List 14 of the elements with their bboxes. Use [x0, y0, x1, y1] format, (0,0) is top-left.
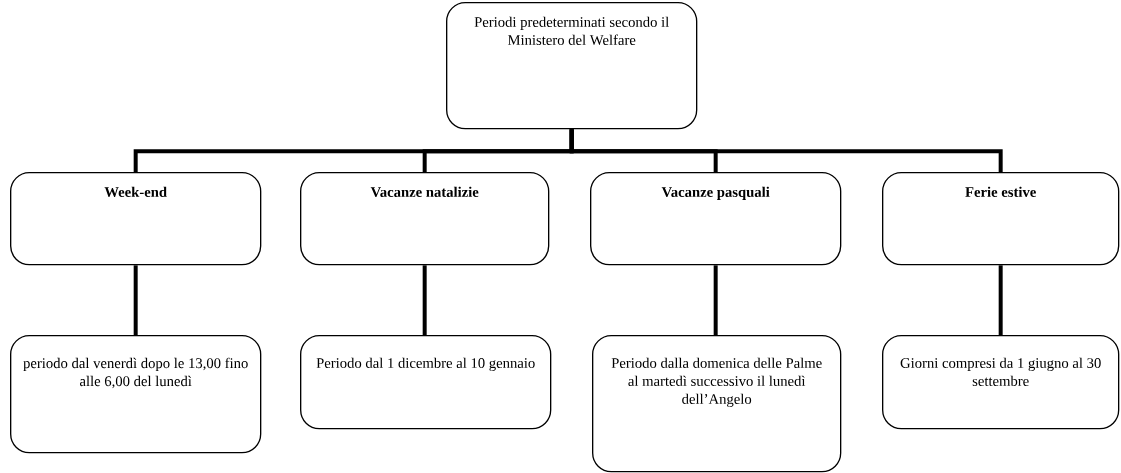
connector-line — [422, 265, 427, 335]
root-box: Periodi predeterminati secondo il Ministero del Welfare — [446, 2, 698, 130]
category-box: Vacanze pasquali — [590, 172, 842, 266]
category-box: Vacanze natalizie — [300, 172, 550, 266]
description-box: Periodo dal 1 dicembre al 10 gennaio — [300, 335, 552, 430]
connector-line — [133, 265, 138, 335]
description-box: periodo dal venerdì dopo le 13,00 fino alle 6,00 del lunedì — [10, 335, 262, 454]
connector-line — [713, 265, 718, 335]
description-box: Periodo dalla domenica delle Palme al martedì successivo il lunedì dell’Angelo — [592, 335, 842, 473]
description-box: Giorni compresi da 1 giugno al 30 settembre — [882, 335, 1120, 430]
connector-line — [998, 265, 1003, 335]
category-box: Week-end — [10, 172, 262, 266]
connector-line — [569, 129, 1003, 172]
category-box: Ferie estive — [882, 172, 1120, 266]
